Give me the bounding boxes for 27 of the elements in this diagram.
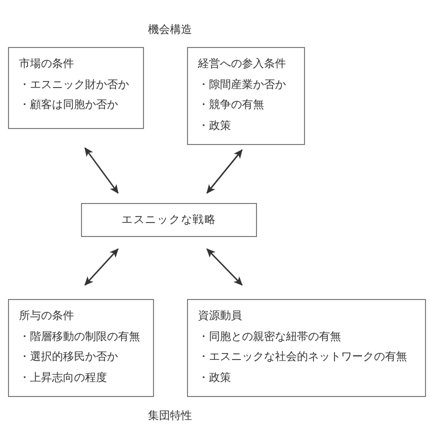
- heading-text: 市場の条件: [19, 56, 74, 72]
- factor-box: [187, 47, 305, 145]
- factor-box: [187, 299, 426, 397]
- heading-text: 経営への参入条件: [198, 57, 286, 72]
- strategy-box: [81, 203, 257, 237]
- heading-text: 資源動員: [198, 309, 242, 324]
- bullet-text: ・同胞との親密な紐帯の有無: [198, 330, 341, 344]
- factor-box: [8, 299, 154, 397]
- factor-box: [8, 47, 144, 129]
- bullet-text: ・上昇志向の程度: [19, 370, 107, 386]
- center-label: エスニックな戦略: [121, 212, 217, 228]
- double-arrow: [206, 149, 243, 194]
- bullet-text: ・政策: [198, 370, 231, 386]
- heading-text: 所与の条件: [19, 309, 74, 324]
- bullet-text: ・選択的移民か否か: [19, 350, 118, 365]
- bullet-text: ・エスニック財か否か: [19, 78, 129, 92]
- double-arrow: [206, 248, 243, 286]
- section-label: 機会構造: [148, 23, 192, 38]
- bullet-text: ・階層移動の制限の有無: [19, 330, 140, 344]
- bullet-text: ・競争の有無: [198, 98, 264, 113]
- bullet-text: ・エスニックな社会的ネットワークの有無: [198, 350, 407, 365]
- bullet-text: ・顧客は同胞か否か: [19, 98, 118, 113]
- bullet-text: ・隙間産業か否か: [198, 78, 286, 92]
- double-arrow: [84, 248, 119, 286]
- section-label: 集団特性: [148, 409, 192, 424]
- bullet-text: ・政策: [198, 118, 231, 134]
- double-arrow: [84, 147, 119, 194]
